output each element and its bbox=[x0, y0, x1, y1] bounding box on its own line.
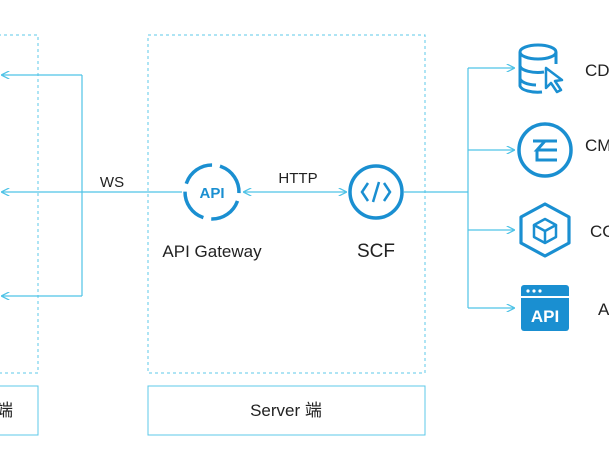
client-footer-box bbox=[0, 385, 39, 436]
client-region bbox=[0, 34, 39, 374]
server-footer-label: Server 端 bbox=[250, 401, 322, 420]
api-gateway-icon: API bbox=[183, 163, 241, 221]
hexagon-cube-icon bbox=[519, 202, 571, 258]
ws-label: WS bbox=[100, 174, 124, 191]
scf-label: SCF bbox=[357, 241, 395, 262]
api-window-icon: API bbox=[521, 285, 569, 331]
service-label-4: A bbox=[598, 300, 609, 319]
api-gateway-label: API Gateway bbox=[162, 242, 262, 261]
http-label: HTTP bbox=[278, 170, 317, 187]
service-label-2: CM bbox=[585, 136, 609, 155]
server-footer-box bbox=[147, 385, 426, 436]
ws-connector bbox=[2, 75, 182, 296]
service-connector bbox=[404, 68, 514, 308]
service-label-1: CD bbox=[585, 61, 609, 80]
service-label-3: CC bbox=[590, 222, 609, 241]
database-cursor-icon bbox=[518, 43, 564, 94]
cms-icon bbox=[517, 122, 573, 178]
client-footer-label: 端 bbox=[0, 401, 13, 420]
svg-text:API: API bbox=[199, 185, 224, 202]
svg-text:API: API bbox=[531, 307, 559, 326]
server-region bbox=[147, 34, 426, 374]
scf-icon bbox=[348, 164, 404, 220]
